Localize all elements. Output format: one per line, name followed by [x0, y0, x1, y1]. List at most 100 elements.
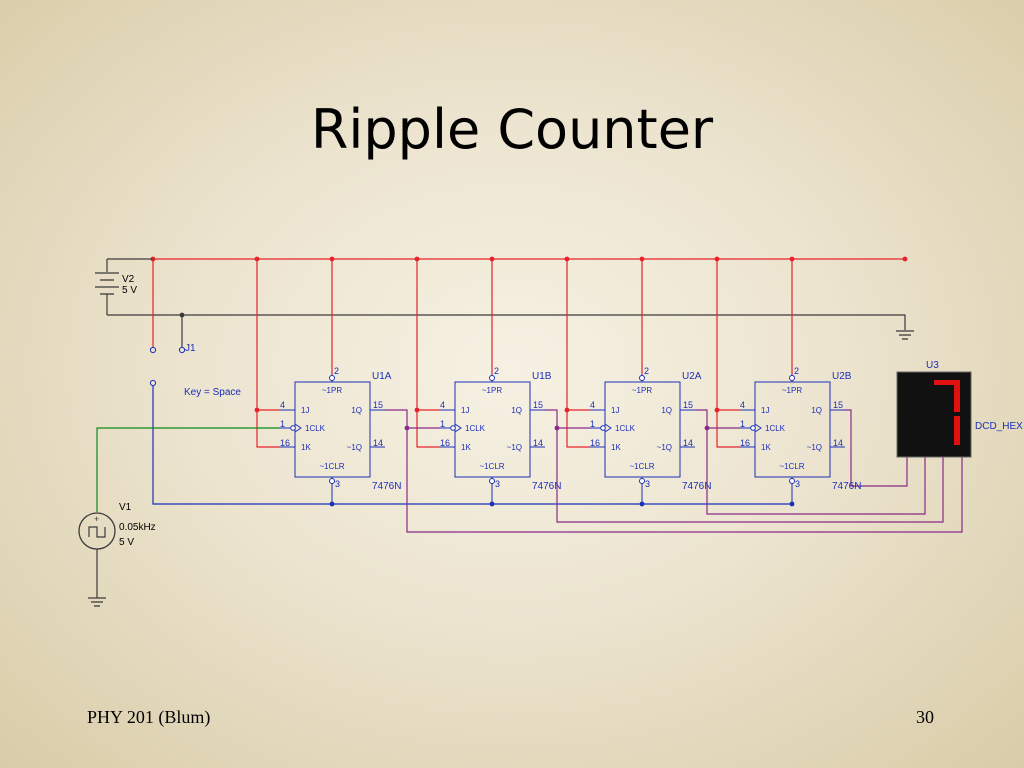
pin-number-nq: 14 — [533, 438, 543, 448]
pin-number-pr: 2 — [794, 366, 799, 376]
label-j: 1J — [761, 406, 769, 415]
jk-tie-wire — [256, 259, 280, 448]
pin-number-pr: 2 — [494, 366, 499, 376]
inverter-bubble — [329, 375, 335, 381]
switch-terminal — [178, 346, 186, 354]
label-nq: ~1Q — [807, 443, 822, 452]
flipflop-u2b — [740, 374, 845, 504]
wires — [96, 256, 963, 598]
pin-number-clr: 3 — [645, 479, 650, 489]
jk-tie-wire — [716, 259, 740, 448]
inverter-bubble — [600, 425, 606, 431]
label-pr: ~1PR — [632, 386, 652, 395]
jk-tie-wire — [416, 259, 440, 448]
label-j: 1J — [611, 406, 619, 415]
label-k: 1K — [301, 443, 311, 452]
label-j: 1J — [461, 406, 469, 415]
segment-b — [954, 385, 960, 412]
pin-number-clr: 3 — [495, 479, 500, 489]
label-k: 1K — [611, 443, 621, 452]
supply-ref: V2 — [122, 274, 135, 285]
switch-terminal — [149, 346, 157, 354]
flipflop-part: 7476N — [532, 481, 561, 492]
label-nq: ~1Q — [507, 443, 522, 452]
clock-source-circle — [78, 512, 116, 550]
pin-number-clk: 1 — [440, 419, 445, 429]
label-clr: ~1CLR — [479, 462, 504, 471]
label-clk: 1CLK — [465, 424, 486, 433]
label-nq: ~1Q — [657, 443, 672, 452]
pin-number-nq: 14 — [373, 438, 383, 448]
label-clr: ~1CLR — [779, 462, 804, 471]
pin-number-q: 15 — [373, 400, 383, 410]
clock-amplitude: 5 V — [119, 537, 134, 548]
label-q: 1Q — [811, 406, 822, 415]
label-clk: 1CLK — [615, 424, 636, 433]
pin-number-clr: 3 — [795, 479, 800, 489]
inverter-bubble — [450, 425, 456, 431]
label-pr: ~1PR — [322, 386, 342, 395]
pin-number-nq: 14 — [833, 438, 843, 448]
label-clr: ~1CLR — [629, 462, 654, 471]
inverter-bubble — [489, 478, 495, 484]
square-wave-icon — [88, 526, 106, 538]
label-k: 1K — [461, 443, 471, 452]
flipflop-part: 7476N — [682, 481, 711, 492]
inverter-bubble — [639, 478, 645, 484]
flipflop-part: 7476N — [372, 481, 401, 492]
label-q: 1Q — [661, 406, 672, 415]
flipflop-u1a — [280, 374, 385, 504]
flipflop-ref: U1B — [532, 371, 552, 382]
label-q: 1Q — [351, 406, 362, 415]
pin-number-clk: 1 — [740, 419, 745, 429]
clock-ref: V1 — [119, 502, 132, 513]
output-bit2 — [706, 428, 926, 515]
pin-number-j: 4 — [590, 400, 595, 410]
inverter-bubble — [489, 375, 495, 381]
pin-number-j: 4 — [280, 400, 285, 410]
vcc-junction — [902, 256, 908, 262]
label-j: 1J — [301, 406, 309, 415]
flipflop-part: 7476N — [832, 481, 861, 492]
flipflop-ref: U1A — [372, 371, 392, 382]
pin-number-k: 16 — [440, 438, 450, 448]
pin-number-k: 16 — [280, 438, 290, 448]
pin-number-clr: 3 — [335, 479, 340, 489]
flipflop-ref: U2A — [682, 371, 702, 382]
label-pr: ~1PR — [482, 386, 502, 395]
flipflop-ref: U2B — [832, 371, 852, 382]
label-clk: 1CLK — [765, 424, 786, 433]
slide-title: Ripple Counter — [310, 98, 714, 161]
components — [78, 272, 972, 607]
label-q: 1Q — [511, 406, 522, 415]
pin-number-k: 16 — [590, 438, 600, 448]
pin-number-j: 4 — [440, 400, 445, 410]
supply-value: 5 V — [122, 285, 137, 296]
inverter-bubble — [789, 478, 795, 484]
ground-rail — [107, 314, 906, 330]
output-bit0 — [406, 428, 963, 533]
pin-number-q: 15 — [833, 400, 843, 410]
clock-triangle — [604, 423, 612, 433]
pin-number-k: 16 — [740, 438, 750, 448]
switch-ref: J1 — [185, 343, 196, 354]
clock-triangle — [294, 423, 302, 433]
clock-triangle — [454, 423, 462, 433]
inverter-bubble — [789, 375, 795, 381]
flipflop-u1b — [440, 374, 545, 504]
segment-c — [954, 416, 960, 445]
clear-bus — [152, 386, 793, 505]
jk-junction — [254, 407, 260, 413]
inverter-bubble — [329, 478, 335, 484]
switch-key-label: Key = Space — [184, 387, 241, 398]
output-bit3 — [845, 409, 908, 487]
clock-triangle — [754, 423, 762, 433]
jk-tie-wire — [566, 259, 590, 448]
output-bit1 — [556, 428, 944, 523]
label-clr: ~1CLR — [319, 462, 344, 471]
ripple-wire — [545, 409, 590, 429]
display-digit: 7 — [0, 0, 1, 1]
pin-number-nq: 14 — [683, 438, 693, 448]
clock-plus-sign: + — [94, 514, 99, 524]
